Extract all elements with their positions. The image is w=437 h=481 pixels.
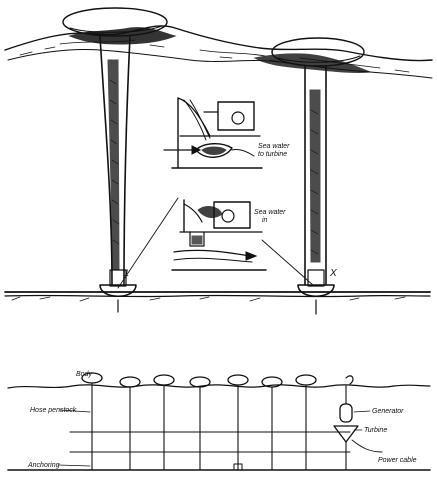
inset-bottom-label-line1: Sea water [254,209,286,216]
inset-top: Sea water to turbine [163,97,290,169]
turbine-label: Turbine [364,427,387,434]
lower-schematic: Body Hose penstock Anchoring Generator T… [7,371,431,471]
buoy-units [81,372,317,471]
buoy-unit [261,376,283,471]
label-leaders [57,409,371,467]
sea-surface [4,25,433,79]
buoy-unit [119,376,141,471]
buoy-unit [227,374,249,471]
generator-icon [339,403,353,423]
turbine-icon [333,425,359,443]
left-base: 1 [99,268,137,313]
marker-left: 1 [124,268,129,278]
lower-horizontal-lines [69,431,351,453]
inset-bottom: Sea water in [171,199,286,271]
right-tube [304,65,327,286]
marker-right: X [329,268,337,279]
seabed [4,291,431,302]
right-float [271,37,365,67]
power-cable-label: Power cable [378,457,417,464]
left-float [62,7,168,37]
leader-lines [117,197,315,289]
inset-top-label-line2: to turbine [258,151,287,158]
anchoring-label: Anchoring [27,462,60,469]
generator-turbine-assembly [333,375,383,471]
buoy-unit [295,374,317,471]
lower-water-surface [7,384,431,389]
hose-penstock-label: Hose penstock [30,407,77,414]
inset-bottom-label-line2: in [262,217,268,224]
generator-label: Generator [372,408,404,415]
left-tube [99,35,131,286]
buoy-unit [81,372,103,471]
upper-illustration: 1 X Sea water [4,7,433,315]
inset-top-label-line1: Sea water [258,143,290,150]
buoy-unit [153,374,175,471]
right-base: X [297,268,337,315]
body-label: Body [76,371,92,378]
buoy-unit [189,376,211,471]
